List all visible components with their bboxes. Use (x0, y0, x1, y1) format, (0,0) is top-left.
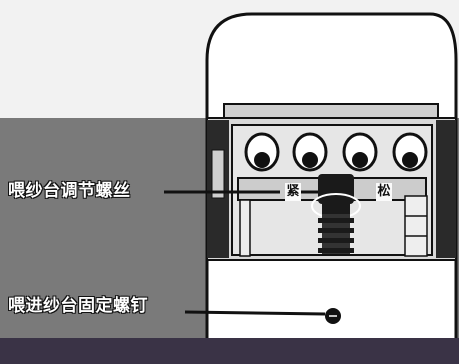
roller-4 (392, 132, 428, 172)
roller-1 (244, 132, 280, 172)
footer-strip (0, 338, 459, 364)
feeder-mechanism (206, 117, 457, 261)
loosen-mark: 松 (376, 183, 392, 201)
roller-2 (292, 132, 328, 172)
adjust-knob (311, 174, 361, 219)
adjust-screw-label: 喂纱台调节螺丝 (8, 181, 131, 201)
fixing-screw-label: 喂进纱台固定螺钉 (8, 296, 148, 316)
tighten-mark: 紧 (285, 183, 301, 201)
leader-line-fix (184, 310, 326, 316)
adjust-screw-thread (318, 214, 354, 254)
top-ledge (223, 103, 439, 119)
roller-3 (342, 132, 378, 172)
fixing-screw-icon (325, 308, 341, 324)
